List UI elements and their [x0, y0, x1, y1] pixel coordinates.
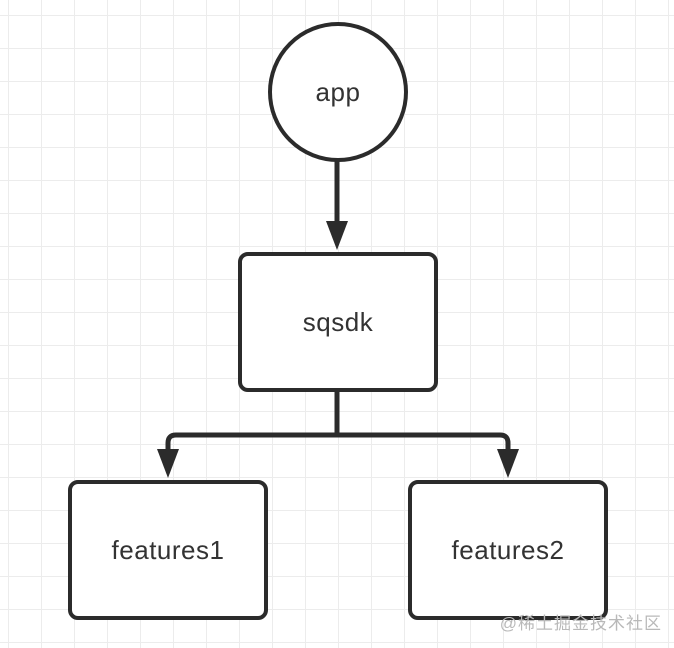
node-app: app: [268, 22, 408, 162]
node-features1: features1: [68, 480, 268, 620]
node-features1-label: features1: [111, 534, 225, 565]
edge-app-to-sqsdk: [326, 160, 348, 250]
arrowhead-icon: [157, 449, 179, 478]
edge-sqsdk-branch: [157, 392, 519, 478]
node-sqsdk-label: sqsdk: [302, 306, 374, 337]
node-sqsdk: sqsdk: [238, 252, 438, 392]
watermark-text: @稀土掘金技术社区: [499, 614, 662, 633]
node-app-label: app: [315, 76, 361, 107]
node-features2: features2: [408, 480, 608, 620]
arrowhead-icon: [326, 221, 348, 250]
arrowhead-icon: [497, 449, 519, 478]
node-features2-label: features2: [451, 534, 565, 565]
